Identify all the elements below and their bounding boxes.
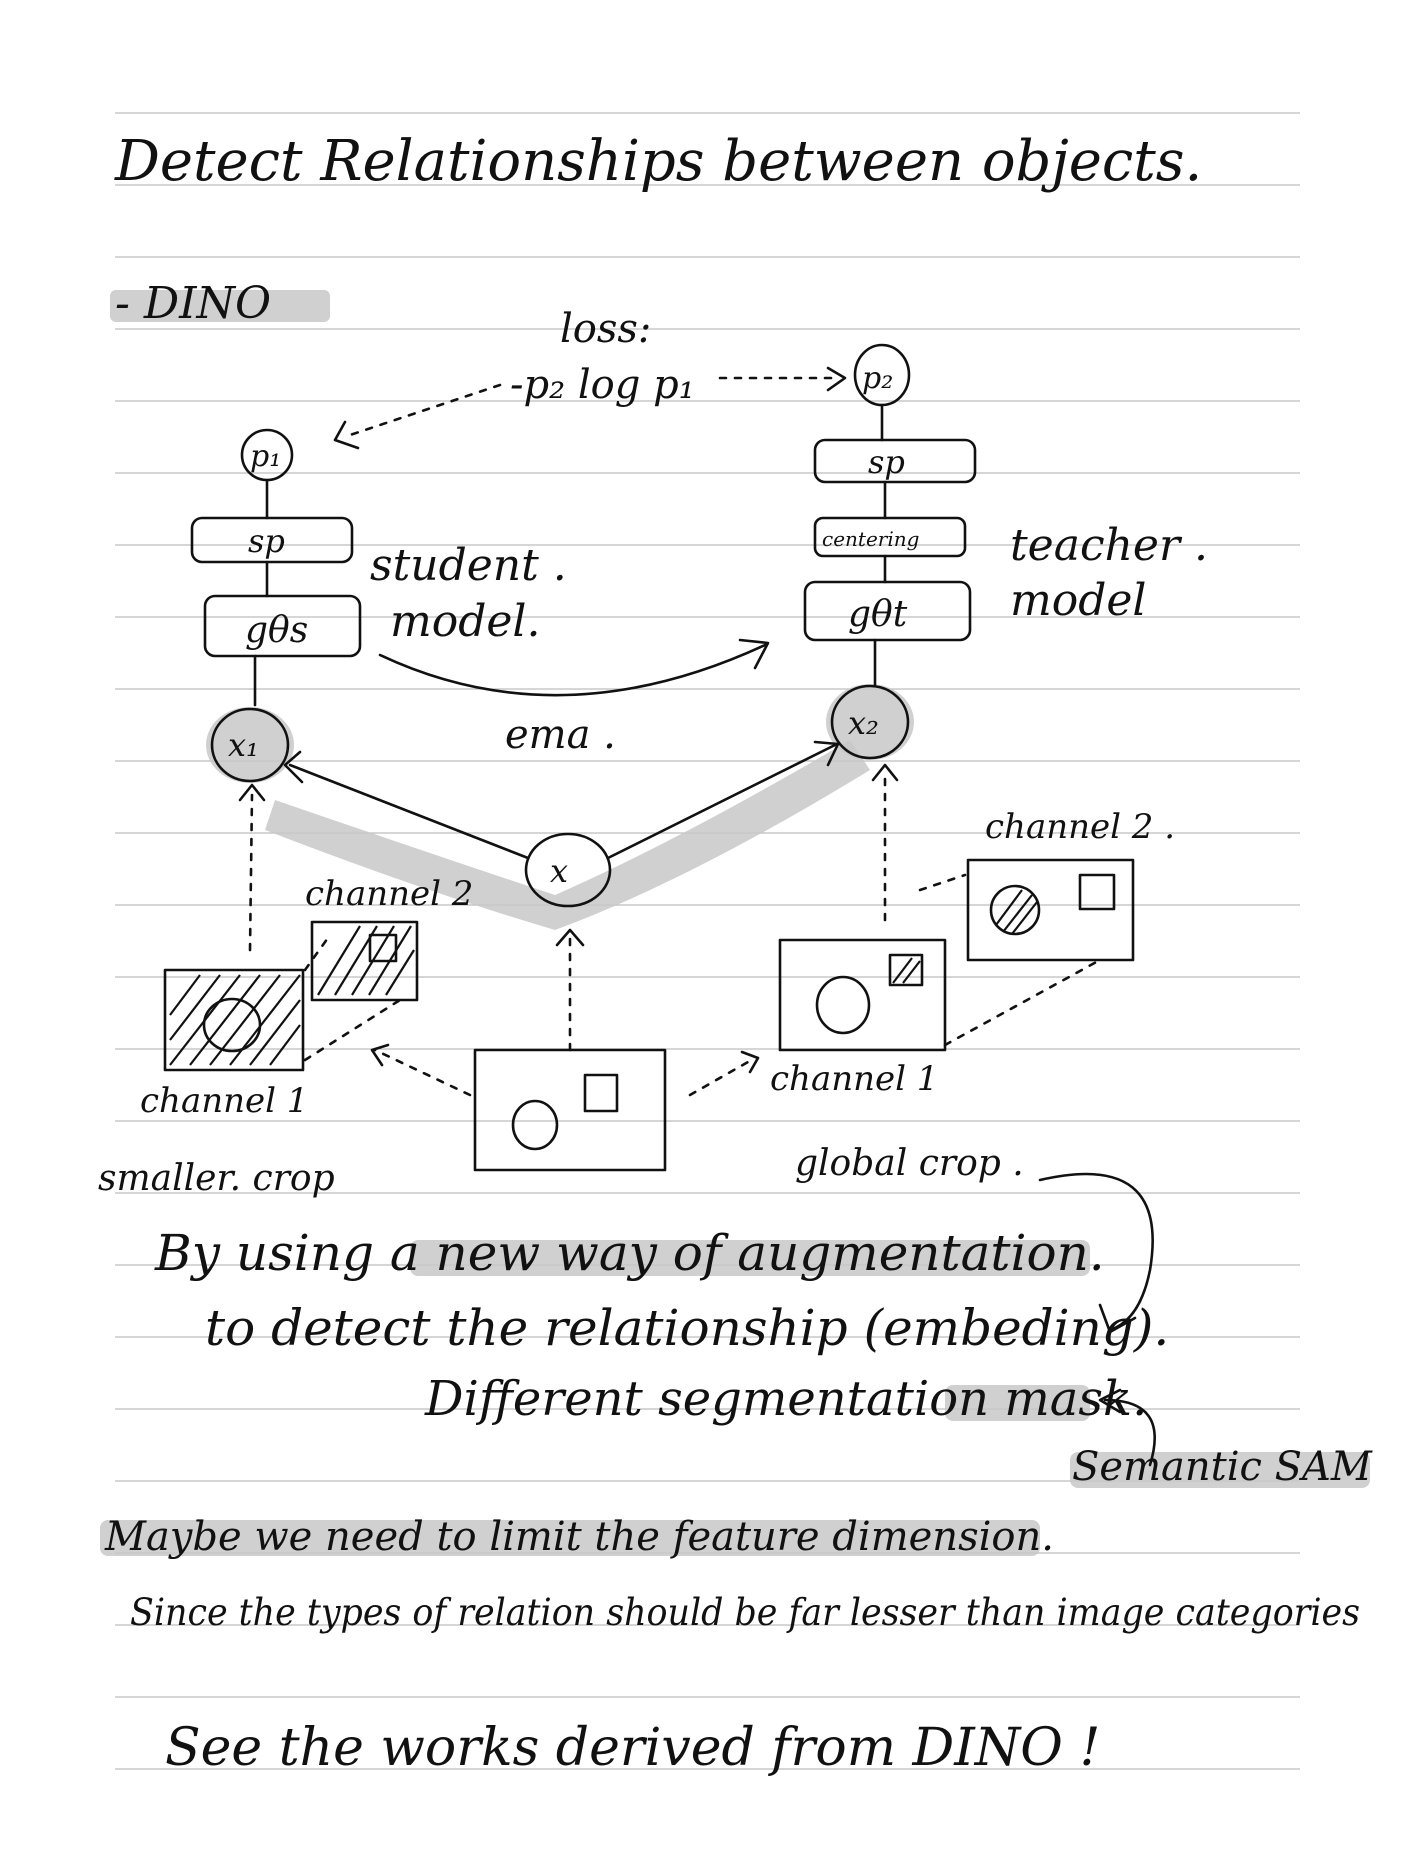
teacher-label-line2: model	[1010, 575, 1147, 626]
augment-arrowhead-right	[813, 740, 840, 767]
highlight-x1	[206, 707, 294, 783]
loss-formula: -p₂ log p₁	[510, 362, 695, 408]
note-line5: Since the types of relation should be fa…	[130, 1591, 1360, 1634]
left-crop-channel2-square	[368, 933, 398, 963]
source-to-right-crop	[688, 1056, 757, 1097]
note-curved-arrow	[1038, 1172, 1154, 1332]
student-network-box	[203, 594, 362, 658]
highlighter-marks	[100, 290, 1370, 1556]
right-channel-bottom-label: channel 1	[770, 1059, 938, 1099]
source-input-label: x	[550, 852, 568, 890]
source-image-frame	[473, 1048, 667, 1172]
ema-label: ema .	[505, 712, 616, 758]
teacher-centering-box	[813, 516, 967, 558]
source-image-circle	[511, 1099, 559, 1151]
left-crops: channel 2 channel 1 smaller. crop	[98, 874, 473, 1199]
highlight-augmentation-arrows	[265, 740, 870, 930]
right-channel-top-label: channel 2 .	[985, 807, 1175, 847]
note-line4: Maybe we need to limit the feature dimen…	[104, 1514, 1054, 1560]
semantic-sam-arrow	[1103, 1398, 1156, 1467]
ema-arrowhead	[738, 638, 770, 670]
augment-arrowhead-left	[283, 750, 304, 784]
note-line1: By using a new way of augmentation.	[154, 1224, 1105, 1282]
source-to-right-arrowhead	[740, 1050, 760, 1074]
crop-to-x2-arrowhead	[871, 763, 899, 782]
teacher-branch: p₂ sp centering gθt x₂ teacher . model	[803, 343, 1208, 760]
image-to-x-arrowhead	[555, 928, 585, 947]
highlight-semantic-sam	[1070, 1452, 1370, 1488]
right-crop-connector-bottom	[943, 958, 1102, 1047]
highlight-augmentation	[410, 1240, 1090, 1276]
student-input-node	[210, 707, 290, 783]
crop-to-x1-arrowhead	[238, 783, 266, 802]
source-image	[370, 1043, 760, 1172]
left-crop-connector-top	[303, 933, 332, 972]
source-to-left-crop	[373, 1048, 472, 1097]
student-branch: p₁ sp gθs x₁ student . model.	[190, 428, 567, 783]
left-crop-channel1	[163, 968, 305, 1072]
left-crop-channel1-circle	[202, 997, 262, 1053]
teacher-input-node	[830, 684, 910, 760]
right-crop-channel1-square	[888, 953, 924, 987]
left-crop-connector-bottom	[303, 998, 402, 1062]
student-input-label: x₁	[228, 726, 259, 764]
highlight-x2	[826, 684, 914, 760]
semantic-sam-arrowhead	[1098, 1388, 1122, 1414]
note-line6: See the works derived from DINO !	[165, 1718, 1100, 1778]
right-crop-channel1-square-hatching	[892, 957, 921, 984]
right-crop-channel2	[966, 858, 1135, 962]
right-crop-channel2-hatching	[995, 889, 1038, 935]
right-crop-caption: global crop .	[795, 1143, 1024, 1184]
teacher-network-box	[803, 580, 972, 642]
note-line2: to detect the relationship (embeding).	[205, 1299, 1169, 1357]
left-channel-top-label: channel 2	[305, 874, 473, 914]
left-crop-caption: smaller. crop	[98, 1158, 335, 1199]
student-softmax-label: sp	[248, 522, 285, 560]
augment-arrow-to-x1	[288, 763, 530, 860]
student-output-label: p₁	[250, 439, 281, 474]
teacher-input-label: x₂	[848, 704, 879, 742]
highlight-feature-dimension	[100, 1520, 1040, 1556]
augment-arrow-to-x2	[606, 743, 837, 860]
loss-arrow-to-student	[348, 383, 502, 437]
right-crop-channel2-square	[1078, 873, 1116, 911]
teacher-label-line1: teacher .	[1010, 520, 1208, 571]
crop-to-x1-dotted	[248, 793, 254, 952]
right-crops: channel 2 . channel 1 global crop .	[770, 807, 1175, 1184]
note-curved-arrowhead	[1098, 1303, 1137, 1334]
source-to-left-arrowhead	[370, 1043, 390, 1067]
student-label-line1: student .	[370, 540, 567, 591]
note-line3: Different segmentation mask.	[424, 1371, 1147, 1427]
section-heading: - DINO	[115, 278, 271, 329]
loss-label: loss:	[560, 306, 651, 352]
source-input-node	[524, 832, 612, 908]
highlight-dino-heading	[110, 290, 330, 322]
left-crop-channel2	[310, 920, 419, 1002]
student-softmax-box	[190, 516, 354, 564]
left-crop-channel2-hatching	[317, 925, 415, 996]
right-crop-channel1-circle	[815, 975, 871, 1035]
side-note-semantic-sam: Semantic SAM	[1072, 1444, 1373, 1490]
highlight-mask	[945, 1385, 1090, 1421]
left-channel-bottom-label: channel 1	[140, 1081, 308, 1121]
right-crop-connector-top	[918, 873, 967, 892]
loss-arrowhead-right	[826, 366, 847, 392]
right-crop-channel1	[778, 938, 947, 1052]
right-crop-channel2-circle	[989, 884, 1041, 936]
teacher-softmax-box	[813, 438, 977, 484]
teacher-centering-label: centering	[822, 527, 919, 551]
student-network-label: gθs	[245, 610, 308, 651]
teacher-output-label: p₂	[862, 361, 893, 396]
teacher-network-label: gθt	[848, 594, 908, 635]
loss-arrowhead-left	[333, 420, 360, 450]
student-label-line2: model.	[390, 596, 540, 647]
teacher-softmax-label: sp	[868, 443, 905, 481]
page-title: Detect Relationships between objects.	[114, 129, 1202, 194]
source-image-square	[583, 1073, 619, 1113]
ema-arrow	[378, 643, 767, 697]
